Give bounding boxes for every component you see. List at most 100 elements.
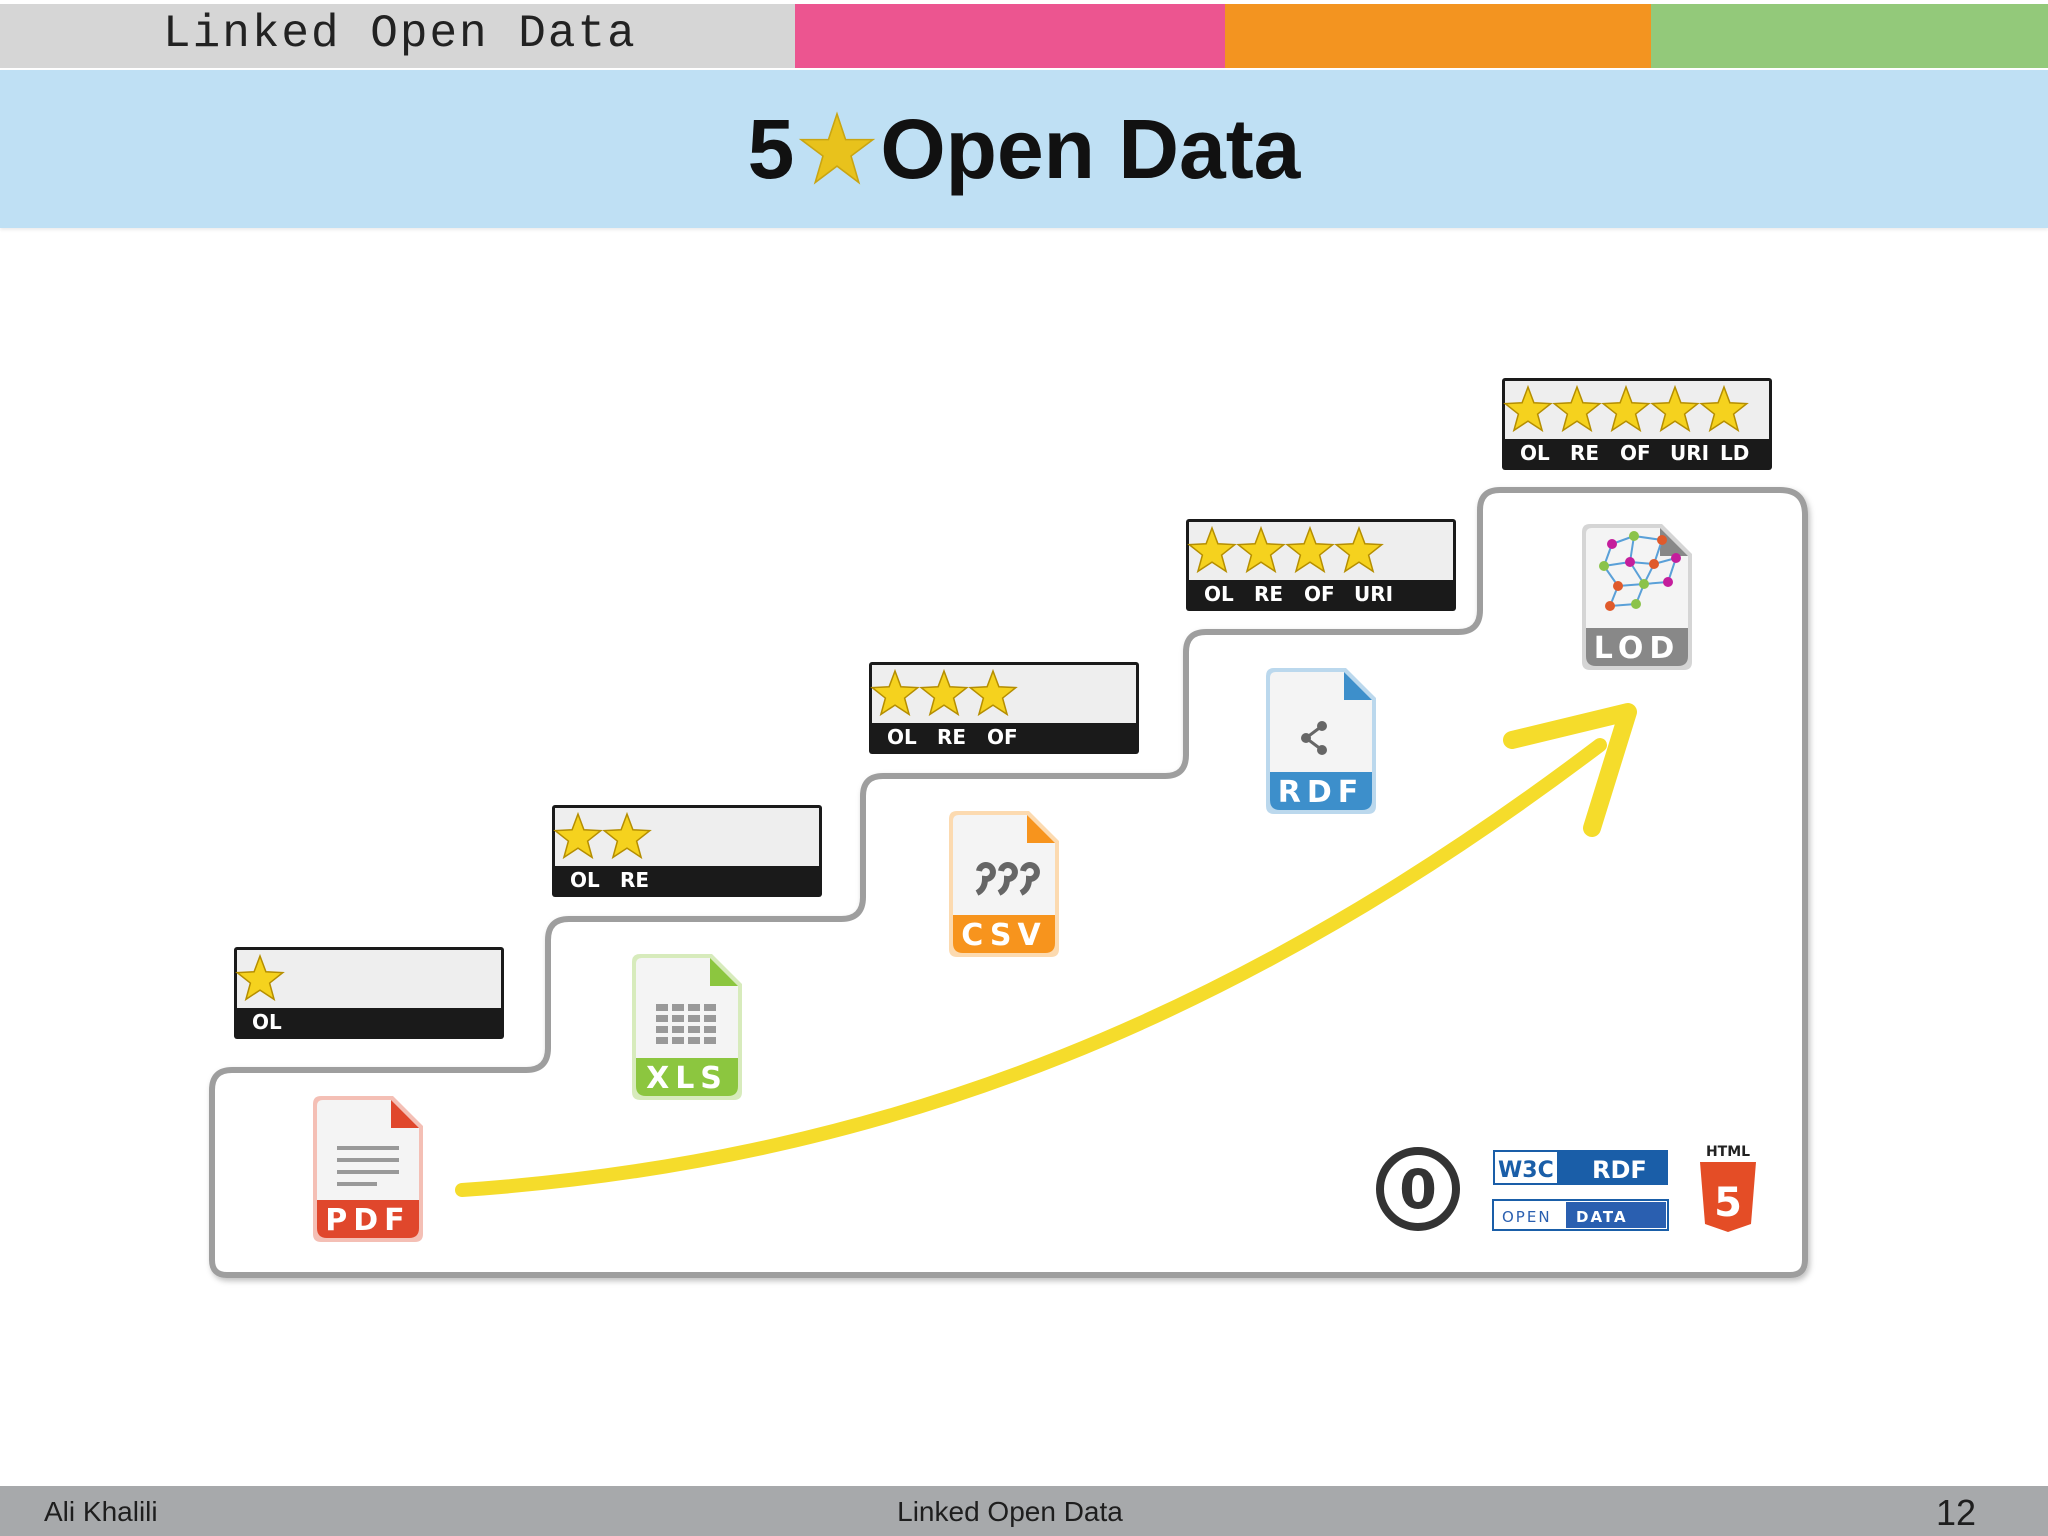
- file-icon-fold: [1660, 528, 1688, 556]
- rating-star-icon: [1334, 525, 1384, 574]
- xls-grid-cell: [688, 1026, 700, 1033]
- file-type-label: PDF: [325, 1203, 410, 1238]
- top-bar-grey-segment: [0, 4, 795, 68]
- html5-number: 5: [1714, 1180, 1742, 1226]
- section-label: Linked Open Data: [163, 8, 637, 60]
- xls-grid-cell: [672, 1026, 684, 1033]
- file-icon-band: [1586, 628, 1688, 666]
- title-bar: 5 Open Data: [0, 70, 2048, 228]
- pdf-file-icon: PDF: [313, 1096, 423, 1242]
- rating-box-star-area: [237, 950, 501, 1008]
- xls-grid-cell: [688, 1015, 700, 1022]
- yellow-arrow-icon: [455, 703, 1637, 1197]
- rating-star-icon: [1187, 525, 1237, 574]
- file-type-label: RDF: [1278, 775, 1365, 810]
- lod-graph-node: [1631, 599, 1641, 609]
- rating-label: OL: [1520, 441, 1550, 465]
- lod-file-icon: LOD: [1582, 524, 1692, 670]
- top-bar-pink-segment: [795, 4, 1225, 68]
- lod-graph-node: [1663, 577, 1673, 587]
- xls-grid-cell: [672, 1004, 684, 1011]
- star-rating-box-1: OL: [234, 947, 504, 1039]
- rating-star-icon: [1601, 384, 1651, 433]
- lod-graph-node: [1629, 531, 1639, 541]
- xls-grid-cell: [656, 1015, 668, 1022]
- file-icon-fold: [391, 1100, 419, 1128]
- data-badge-text: DATA: [1576, 1208, 1628, 1226]
- rating-star-icon: [602, 811, 652, 860]
- lod-graph-node: [1599, 561, 1609, 571]
- rating-star-icon: [1650, 384, 1700, 433]
- rating-box-star-area: [555, 808, 819, 866]
- pdf-text-line: [337, 1182, 377, 1186]
- share-edge: [1303, 724, 1323, 752]
- lod-graph-node: [1605, 601, 1615, 611]
- csv-quote-mark: [975, 862, 996, 896]
- rating-star-icon: [235, 953, 285, 1002]
- file-icon-fold: [1027, 815, 1055, 843]
- star-icon: [799, 111, 876, 185]
- xls-grid-cell: [704, 1015, 716, 1022]
- rating-star-icon: [1503, 384, 1553, 433]
- page-number: 12: [1935, 1492, 1976, 1533]
- csv-quote-mark: [997, 862, 1018, 896]
- rating-label: OL: [252, 1010, 282, 1034]
- lod-graph-node: [1639, 579, 1649, 589]
- top-color-bar: Linked Open Data: [0, 0, 2048, 70]
- rating-star-icon: [1699, 384, 1749, 433]
- top-bar-green-segment: [1651, 4, 2048, 68]
- file-type-label: CSV: [961, 918, 1046, 953]
- rdf-badge-text: RDF: [1592, 1156, 1647, 1184]
- xls-grid-cell: [704, 1004, 716, 1011]
- rdf-file-icon: RDF: [1266, 668, 1376, 814]
- rating-label: OF: [1620, 441, 1651, 465]
- rating-star-icon: [1285, 525, 1335, 574]
- footer-title: Linked Open Data: [897, 1496, 1123, 1527]
- lod-graph-node: [1649, 559, 1659, 569]
- rating-label: OL: [1204, 582, 1234, 606]
- html5-label: HTML: [1706, 1144, 1750, 1160]
- cc0-badge-text: 0: [1399, 1158, 1437, 1221]
- xls-grid-cell: [704, 1026, 716, 1033]
- rating-label: OL: [570, 868, 600, 892]
- open-badge-text: OPEN: [1502, 1208, 1552, 1226]
- xls-file-icon: XLS: [632, 954, 742, 1100]
- star-rating-box-5: OL RE OF URI LD: [1502, 378, 1772, 470]
- pdf-text-line: [337, 1170, 399, 1174]
- lod-graph-node: [1625, 557, 1635, 567]
- html5-icon: HTML 5: [1700, 1144, 1756, 1232]
- file-type-label: XLS: [646, 1061, 728, 1096]
- xls-grid-cell: [672, 1015, 684, 1022]
- xls-grid-cell: [688, 1004, 700, 1011]
- title-text: Open Data: [880, 101, 1301, 196]
- file-icon-band: [1270, 772, 1372, 810]
- top-bar-orange-segment: [1225, 4, 1651, 68]
- lod-graph-node: [1657, 535, 1667, 545]
- rating-star-icon: [553, 811, 603, 860]
- footer-bar: Ali Khalili Linked Open Data 12: [0, 1486, 2048, 1536]
- cc0-badge: 0: [1376, 1147, 1460, 1231]
- rating-star-icon: [870, 668, 920, 717]
- rating-star-icon: [1552, 384, 1602, 433]
- xls-grid-cell: [656, 1004, 668, 1011]
- w3c-text: W3C: [1498, 1158, 1554, 1183]
- rating-label: OF: [1304, 582, 1335, 606]
- csv-file-icon: CSV: [949, 811, 1059, 957]
- file-icon-band: [317, 1200, 419, 1238]
- w3c-rdf-badge: W3C RDF OPEN DATA: [1492, 1150, 1669, 1231]
- rating-label: RE: [1254, 582, 1283, 606]
- file-icon-band: [953, 915, 1055, 953]
- rating-label: LD: [1720, 441, 1749, 465]
- xls-grid-cell: [656, 1037, 668, 1044]
- lod-graph-node: [1613, 581, 1623, 591]
- rating-label: RE: [1570, 441, 1599, 465]
- csv-quote-mark: [1019, 862, 1040, 896]
- rating-label: URI: [1670, 441, 1709, 465]
- rating-star-icon: [1236, 525, 1286, 574]
- rating-star-icon: [919, 668, 969, 717]
- rating-label: URI: [1354, 582, 1393, 606]
